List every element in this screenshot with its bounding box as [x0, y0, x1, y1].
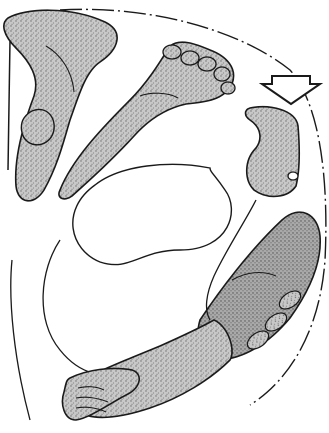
placenta-outline [73, 164, 232, 264]
upper-hand [4, 10, 117, 201]
left-lower-line [11, 260, 30, 420]
arrow-down-outline-icon [262, 76, 320, 104]
upper-hand-thumb [21, 109, 54, 144]
fetal-head-ear [288, 172, 298, 180]
left-wall-line [8, 40, 10, 170]
fetal-head [246, 107, 300, 197]
inner-curve [43, 240, 130, 375]
